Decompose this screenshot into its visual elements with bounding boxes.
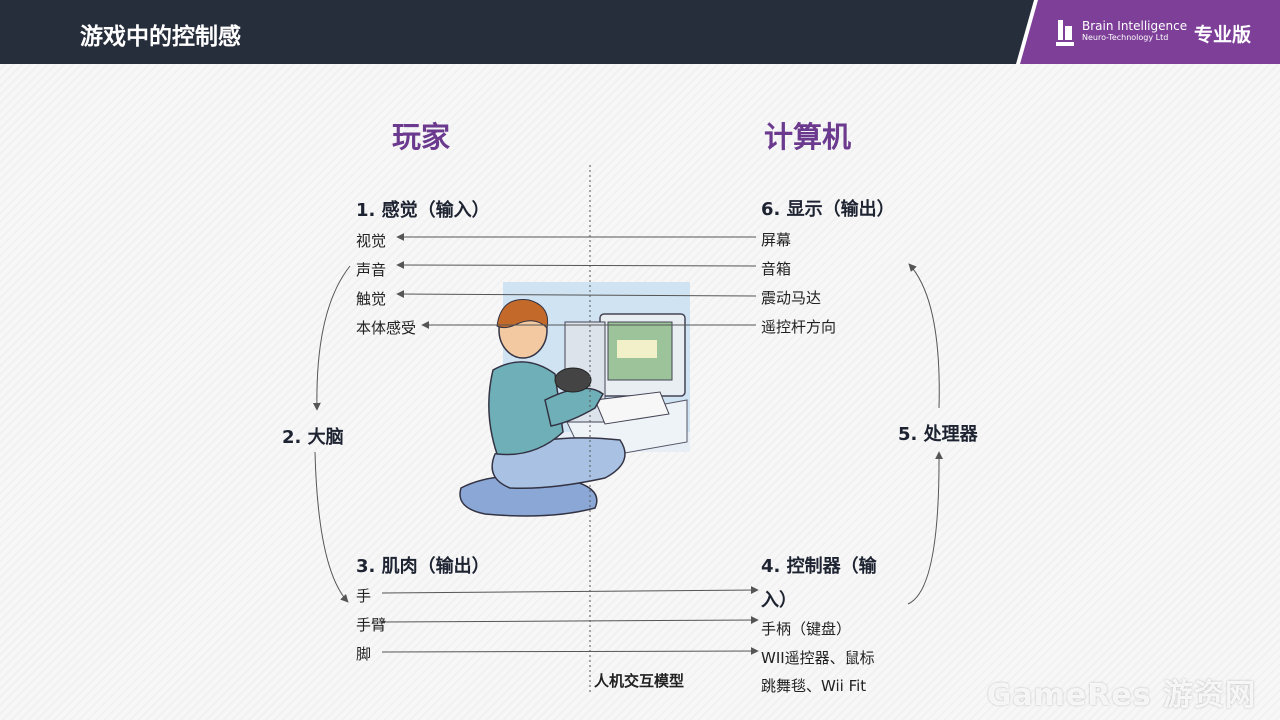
arrow-sound-to-brain bbox=[312, 265, 351, 411]
arrow-controller-to-processor bbox=[907, 451, 944, 605]
display-item-screen: 屏幕 bbox=[761, 231, 792, 249]
sensation-item-vision: 视觉 bbox=[356, 232, 387, 250]
controller-item-gamepad: 手柄（键盘） bbox=[761, 620, 852, 638]
display-item-vibration-motor: 震动马达 bbox=[761, 289, 822, 307]
muscle-item-foot: 脚 bbox=[356, 645, 372, 663]
muscle-item-hand: 手 bbox=[356, 587, 372, 605]
brain-intelligence-logo-icon bbox=[1056, 20, 1074, 46]
muscle-heading: 3. 肌肉（输出） bbox=[356, 556, 490, 577]
arrow-foot-to-wii bbox=[381, 647, 759, 656]
sensation-item-proprioception: 本体感受 bbox=[356, 319, 417, 337]
controller-heading-line1: 4. 控制器（输 bbox=[761, 556, 877, 577]
brain-label: 2. 大脑 bbox=[282, 427, 344, 448]
arrow-processor-to-display bbox=[908, 263, 940, 409]
arrow-speaker-to-sound bbox=[396, 261, 757, 270]
arrow-arm-to-gamepad bbox=[381, 616, 759, 625]
controller-heading-line2: 入） bbox=[761, 590, 797, 611]
player-title: 玩家 bbox=[392, 120, 451, 154]
controller-item-wii-remote: WII遥控器、鼠标 bbox=[761, 649, 875, 667]
watermark: GameRes 游资网 bbox=[986, 678, 1256, 713]
controller-item-dance-mat: 跳舞毯、Wii Fit bbox=[761, 677, 867, 695]
muscle-item-arm: 手臂 bbox=[356, 616, 387, 634]
slide-title: 游戏中的控制感 bbox=[80, 24, 241, 50]
processor-label: 5. 处理器 bbox=[898, 424, 978, 445]
edition-label: 专业版 bbox=[1194, 24, 1252, 46]
display-item-speaker: 音箱 bbox=[761, 260, 792, 278]
display-heading: 6. 显示（输出） bbox=[761, 199, 895, 220]
diagram-caption: 人机交互模型 bbox=[594, 672, 685, 690]
sensation-item-sound: 声音 bbox=[356, 261, 387, 279]
computer-title: 计算机 bbox=[764, 120, 852, 154]
brand-line-2: Neuro-Technology Ltd bbox=[1082, 33, 1169, 42]
display-item-joystick-direction: 遥控杆方向 bbox=[761, 318, 837, 336]
arrow-brain-to-muscle bbox=[314, 451, 349, 603]
brand-line-1: Brain Intelligence bbox=[1082, 19, 1188, 33]
sensation-heading: 1. 感觉（输入） bbox=[356, 200, 490, 221]
arrow-hand-to-controller bbox=[381, 586, 759, 595]
sensation-item-touch: 触觉 bbox=[356, 290, 387, 308]
brand-name: Brain Intelligence Neuro-Technology Ltd bbox=[1082, 20, 1187, 42]
gamer-at-computer-illustration bbox=[459, 282, 690, 517]
